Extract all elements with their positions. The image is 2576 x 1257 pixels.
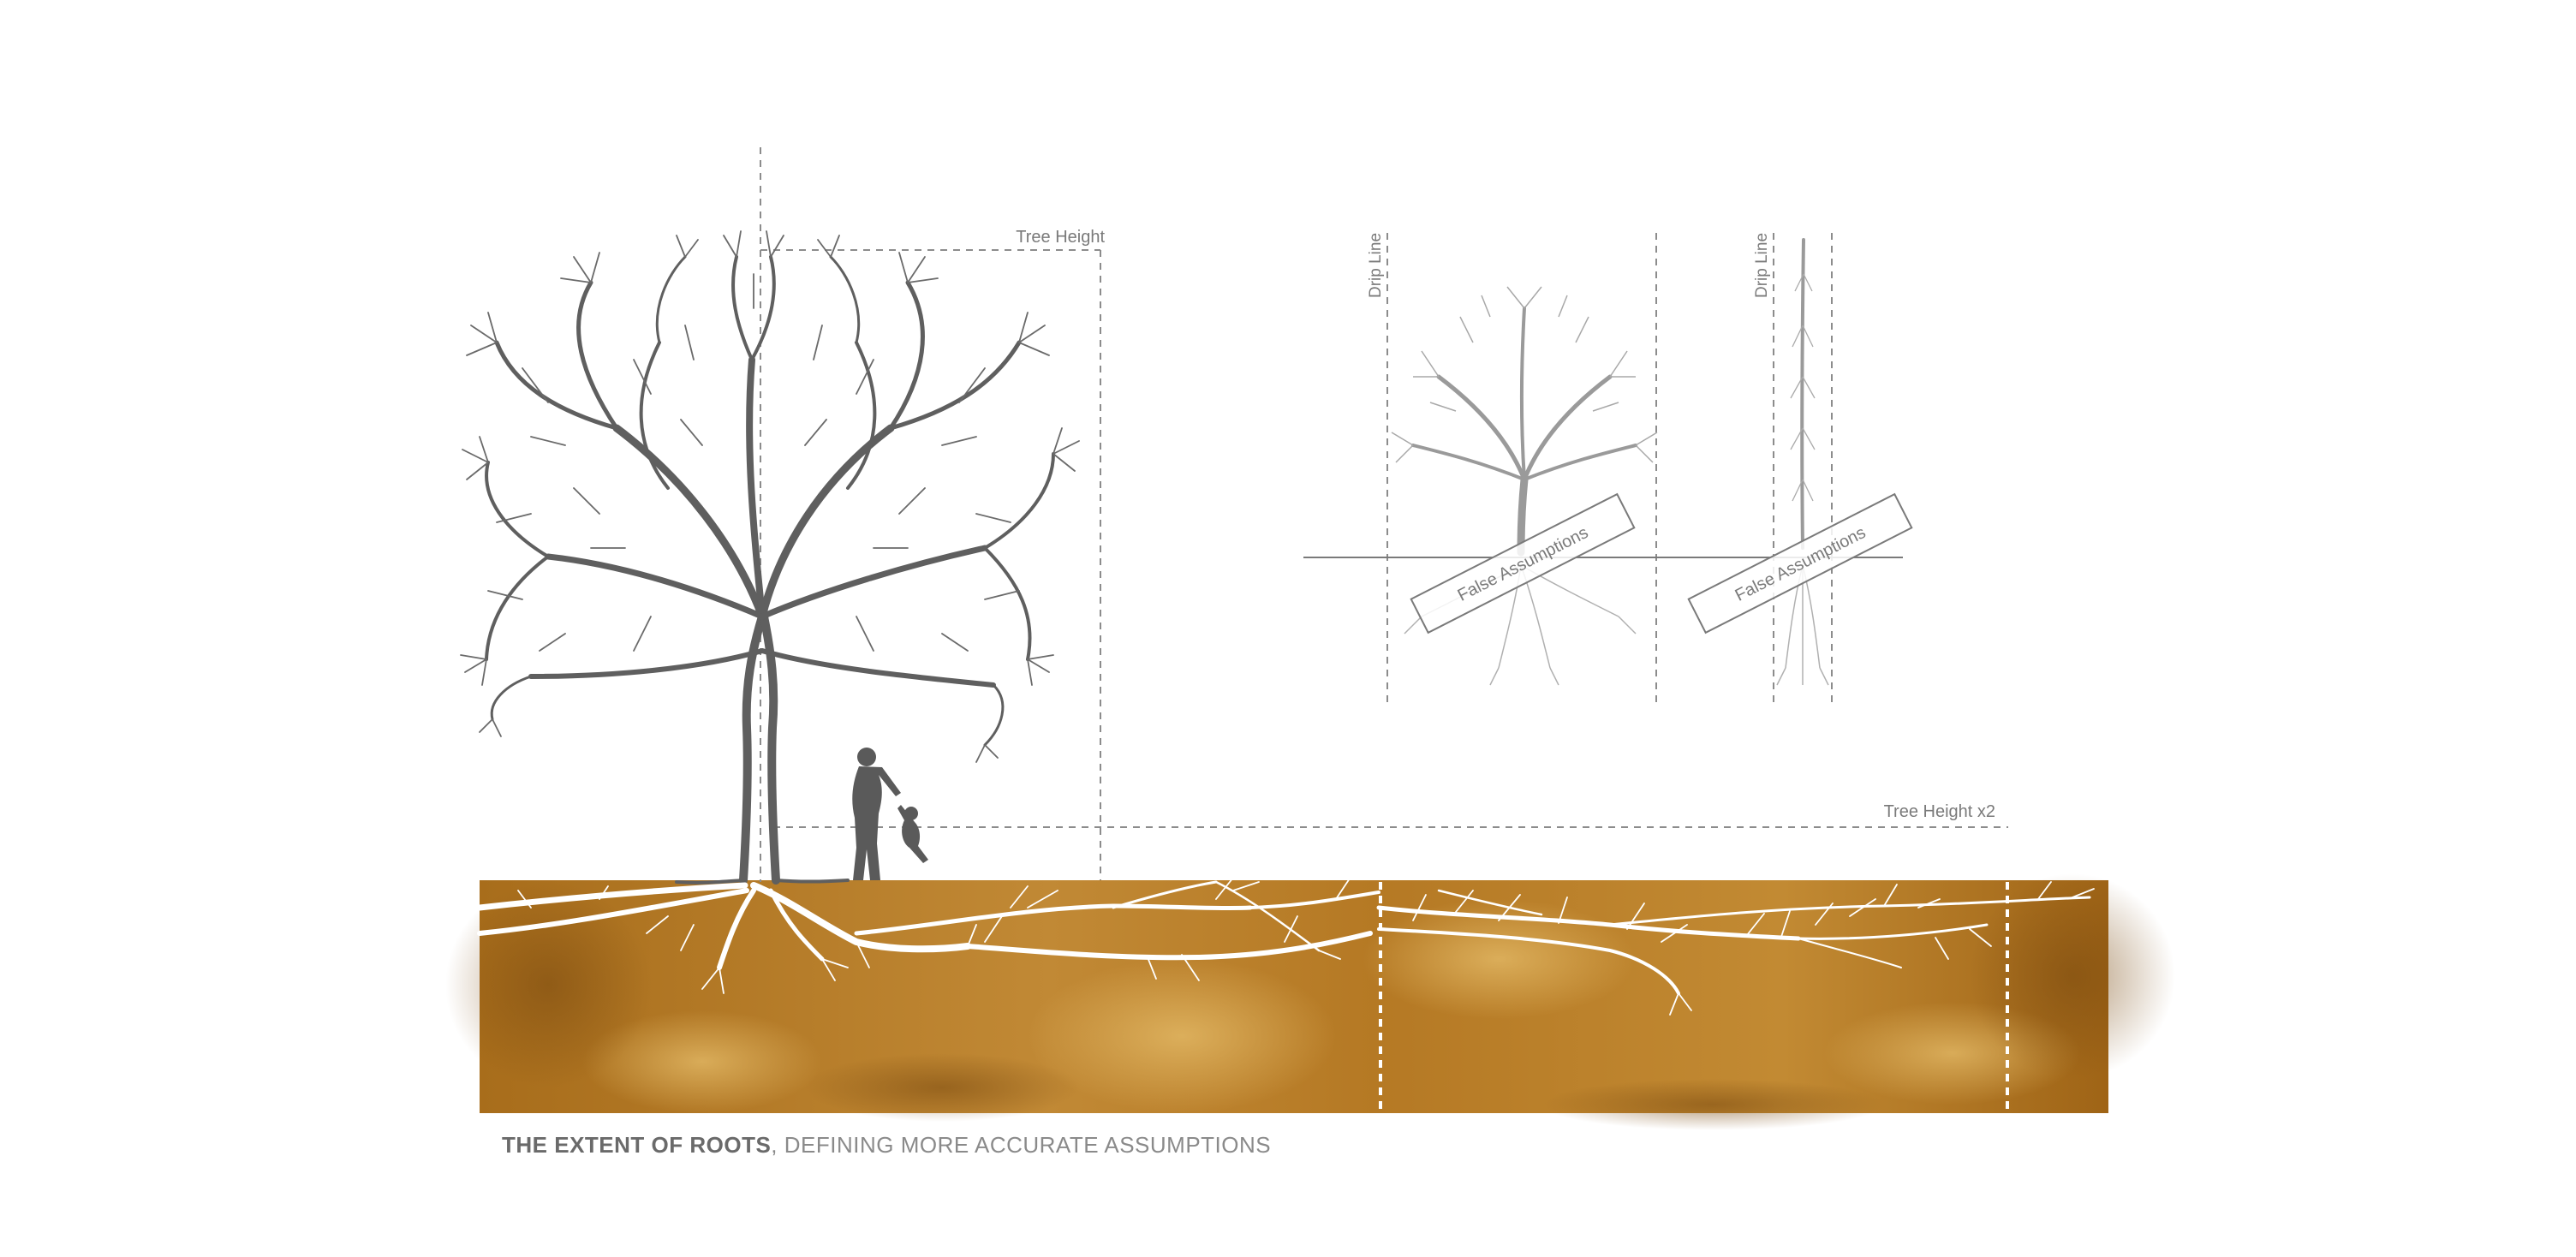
figure-caption: THE EXTENT OF ROOTS, DEFINING MORE ACCUR…	[502, 1132, 1271, 1159]
tree-height-label: Tree Height	[1016, 228, 1105, 247]
soil-band	[445, 873, 2175, 1130]
false-assumptions-box-2: False Assumptions	[1689, 494, 1912, 633]
small-tree-columnar	[1777, 240, 1828, 685]
false-assumptions-label-2: False Assumptions	[1732, 523, 1869, 605]
drip-line-label-1: Drip Line	[1367, 233, 1385, 298]
tree-height-x2-label: Tree Height x2	[1884, 802, 1995, 821]
caption-bold: THE EXTENT OF ROOTS	[502, 1132, 771, 1158]
parent-and-child-silhouette	[852, 748, 928, 880]
drip-line-label-2: Drip Line	[1753, 233, 1771, 298]
main-tree	[461, 231, 1079, 883]
caption-rest: , DEFINING MORE ACCURATE ASSUMPTIONS	[771, 1132, 1271, 1158]
